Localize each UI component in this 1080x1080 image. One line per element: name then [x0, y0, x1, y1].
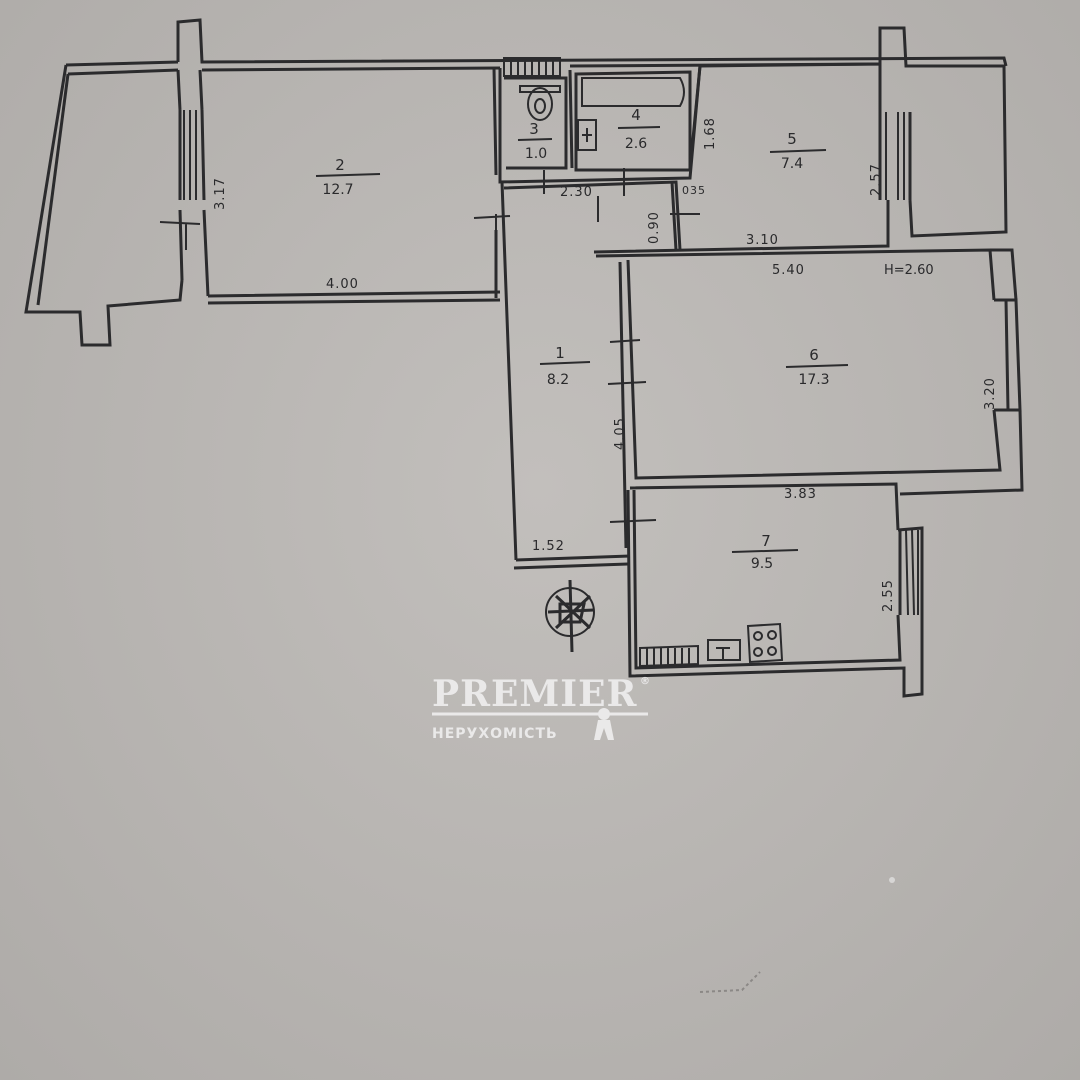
dim-room6-height: 3.20	[983, 377, 998, 410]
room-3-number: 3	[529, 120, 539, 138]
room-6-area: 17.3	[798, 372, 829, 388]
dim-corridor-top: 2.30	[560, 185, 593, 200]
dim-hall-width: 1.52	[532, 539, 565, 554]
room-6-number: 6	[809, 346, 819, 364]
room-labels: 1 8.2 2 12.7 3 1.0 4 2.6 5 7.4 6 17.3 7 …	[315, 106, 849, 572]
dim-room5-height: 2.57	[869, 163, 884, 196]
dim-room6-width: 5.40	[772, 263, 805, 278]
watermark-subtitle: НЕРУХОМІСТЬ	[432, 726, 558, 742]
person-keyhole-icon	[594, 708, 614, 740]
dim-room2-height: 3.17	[213, 177, 228, 210]
dim-corridor-step: 0.90	[647, 211, 662, 244]
dim-corridor-gap: 035	[682, 184, 706, 197]
room-4-number: 4	[631, 106, 641, 124]
room-5-number: 5	[787, 130, 797, 148]
room-7-number: 7	[761, 532, 771, 550]
watermark-registered-mark: ®	[640, 676, 651, 687]
walls	[24, 18, 1024, 698]
room-5-area: 7.4	[781, 156, 803, 172]
premier-watermark: PREMIER ® НЕРУХОМІСТЬ	[432, 673, 651, 742]
entrance-scribble	[545, 579, 595, 653]
dim-ceiling-height: H=2.60	[884, 263, 934, 278]
watermark-brand: PREMIER	[432, 673, 638, 715]
dim-room7-width: 3.83	[784, 487, 817, 502]
dimension-labels: 3.17 4.00 2.30 035 0.90 1.68 2.57 3.10 5…	[213, 117, 998, 612]
room-4-area: 2.6	[625, 136, 647, 152]
room-1-number: 1	[555, 344, 565, 362]
dim-room4-height: 1.68	[703, 117, 718, 150]
room-1-area: 8.2	[547, 372, 569, 388]
dim-hall-length: 4.05	[613, 417, 628, 450]
dim-room5-width: 3.10	[746, 233, 779, 248]
dim-room7-height: 2.55	[881, 579, 896, 612]
room-3-area: 1.0	[525, 146, 547, 162]
room-2-area: 12.7	[322, 182, 353, 198]
paper-marks	[699, 877, 895, 993]
dim-room2-width: 4.00	[326, 277, 359, 292]
room-7-area: 9.5	[751, 556, 773, 572]
room-2-number: 2	[335, 156, 345, 174]
